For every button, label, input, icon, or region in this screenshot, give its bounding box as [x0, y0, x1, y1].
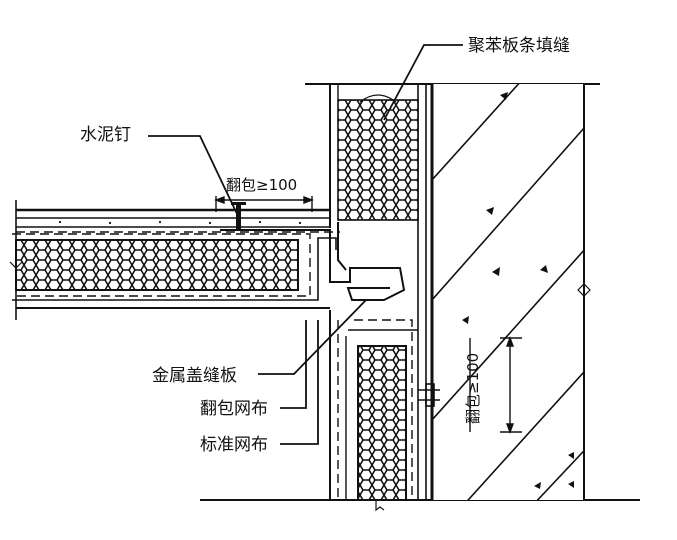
lower-insulation-board — [329, 310, 418, 512]
cement-nail — [231, 202, 246, 231]
leader-filler — [383, 44, 463, 121]
side-wrap-dimension — [469, 336, 522, 434]
label-cement-nail: 水泥钉 — [80, 125, 131, 145]
top-wrap-dimension — [214, 195, 314, 212]
leader-wrap-mesh — [280, 320, 307, 409]
leader-nail — [148, 135, 239, 217]
leader-cover-plate — [258, 299, 367, 375]
label-standard-mesh: 标准网布 — [200, 435, 268, 455]
top-wrap-dim-label: 翻包≥100 — [226, 176, 297, 194]
leader-standard-mesh — [280, 320, 319, 445]
metal-cover-plate — [220, 222, 406, 301]
side-wrap-dim-label: 翻包≥100 — [464, 353, 482, 424]
leader-lines — [148, 44, 463, 445]
concrete-wall — [430, 84, 591, 500]
label-filler-strip: 聚苯板条填缝 — [468, 36, 570, 56]
label-wrap-mesh: 翻包网布 — [200, 399, 268, 419]
wall-anchor — [418, 383, 440, 407]
upper-insulation-board — [329, 84, 427, 500]
label-metal-cover-plate: 金属盖缝板 — [152, 366, 237, 386]
horizontal-insulation-assembly — [9, 200, 340, 320]
eps-filler-strip — [337, 99, 419, 221]
